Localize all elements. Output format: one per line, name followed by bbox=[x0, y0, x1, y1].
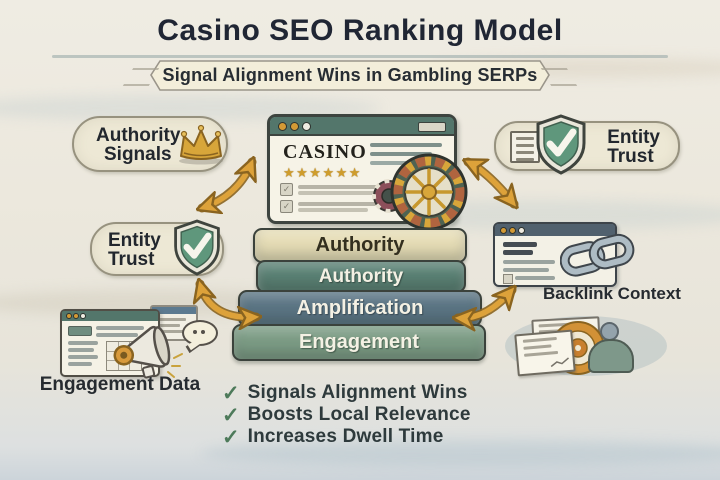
check-icon: ✓ bbox=[222, 425, 240, 449]
node-authority-signals: Authority Signals bbox=[72, 116, 228, 172]
window-dot-icon bbox=[509, 227, 516, 234]
window-dot-icon bbox=[290, 122, 299, 131]
window-dot-icon bbox=[302, 122, 311, 131]
node-label: Entity Trust bbox=[108, 230, 161, 270]
star-rating: ★★★★★★ bbox=[283, 165, 362, 180]
shield-check-icon bbox=[174, 219, 220, 276]
window-dot-icon bbox=[518, 227, 525, 234]
ribbon-shape-icon bbox=[150, 60, 550, 91]
serp-site-name: CASINO bbox=[283, 141, 367, 163]
browser-titlebar bbox=[495, 224, 615, 236]
node-entity-trust-top: Entity Trust bbox=[494, 114, 680, 175]
checkbox-icon: ✓ bbox=[280, 200, 293, 213]
check-icon: ✓ bbox=[222, 381, 240, 405]
window-dot-icon bbox=[278, 122, 287, 131]
node-engagement-data-label: Engagement Data bbox=[39, 374, 201, 395]
window-dot-icon bbox=[66, 313, 72, 319]
crown-icon bbox=[179, 124, 223, 165]
person-icon bbox=[588, 339, 634, 373]
node-label: Authority Signals bbox=[96, 125, 181, 165]
serp-browser-window: CASINO ★★★★★★ ✓ ✓ bbox=[267, 114, 468, 231]
roulette-wheel-icon bbox=[390, 153, 468, 231]
title-underline bbox=[52, 55, 668, 58]
backlink-browser-window bbox=[493, 222, 617, 287]
trend-line-icon bbox=[550, 357, 570, 368]
browser-button bbox=[418, 122, 446, 132]
node-backlink-context-label: Backlink Context bbox=[543, 284, 681, 303]
window-dot-icon bbox=[500, 227, 507, 234]
stack-layer-amplification: Amplification bbox=[238, 290, 482, 327]
page-title: Casino SEO Ranking Model bbox=[157, 14, 563, 47]
node-entity-trust-left: Entity Trust bbox=[90, 219, 224, 276]
page-subtitle: Signal Alignment Wins in Gambling SERPs bbox=[162, 65, 538, 85]
stack-layer-authority-top: Authority bbox=[253, 228, 467, 263]
speech-bubble-icon bbox=[182, 320, 218, 346]
stack-layer-authority: Authority bbox=[256, 260, 466, 293]
checkbox-icon: ✓ bbox=[280, 183, 293, 196]
chain-link-icon bbox=[560, 233, 635, 277]
checkbox-icon bbox=[503, 274, 513, 284]
browser-titlebar bbox=[62, 311, 158, 321]
megaphone-icon bbox=[113, 325, 183, 379]
check-icon: ✓ bbox=[222, 403, 240, 427]
subtitle-ribbon: Signal Alignment Wins in Gambling SERPs bbox=[122, 60, 578, 91]
checklist-item: ✓ Boosts Local Relevance bbox=[222, 403, 471, 427]
checklist-item: ✓ Signals Alignment Wins bbox=[222, 381, 468, 405]
window-dot-icon bbox=[73, 313, 79, 319]
stack-layer-engagement: Engagement bbox=[232, 324, 486, 361]
note-card bbox=[514, 329, 576, 377]
window-dot-icon bbox=[80, 313, 86, 319]
browser-titlebar bbox=[270, 117, 454, 136]
checklist-item: ✓ Increases Dwell Time bbox=[222, 425, 444, 449]
shield-check-icon bbox=[536, 114, 586, 175]
node-label: Entity Trust bbox=[607, 127, 660, 167]
